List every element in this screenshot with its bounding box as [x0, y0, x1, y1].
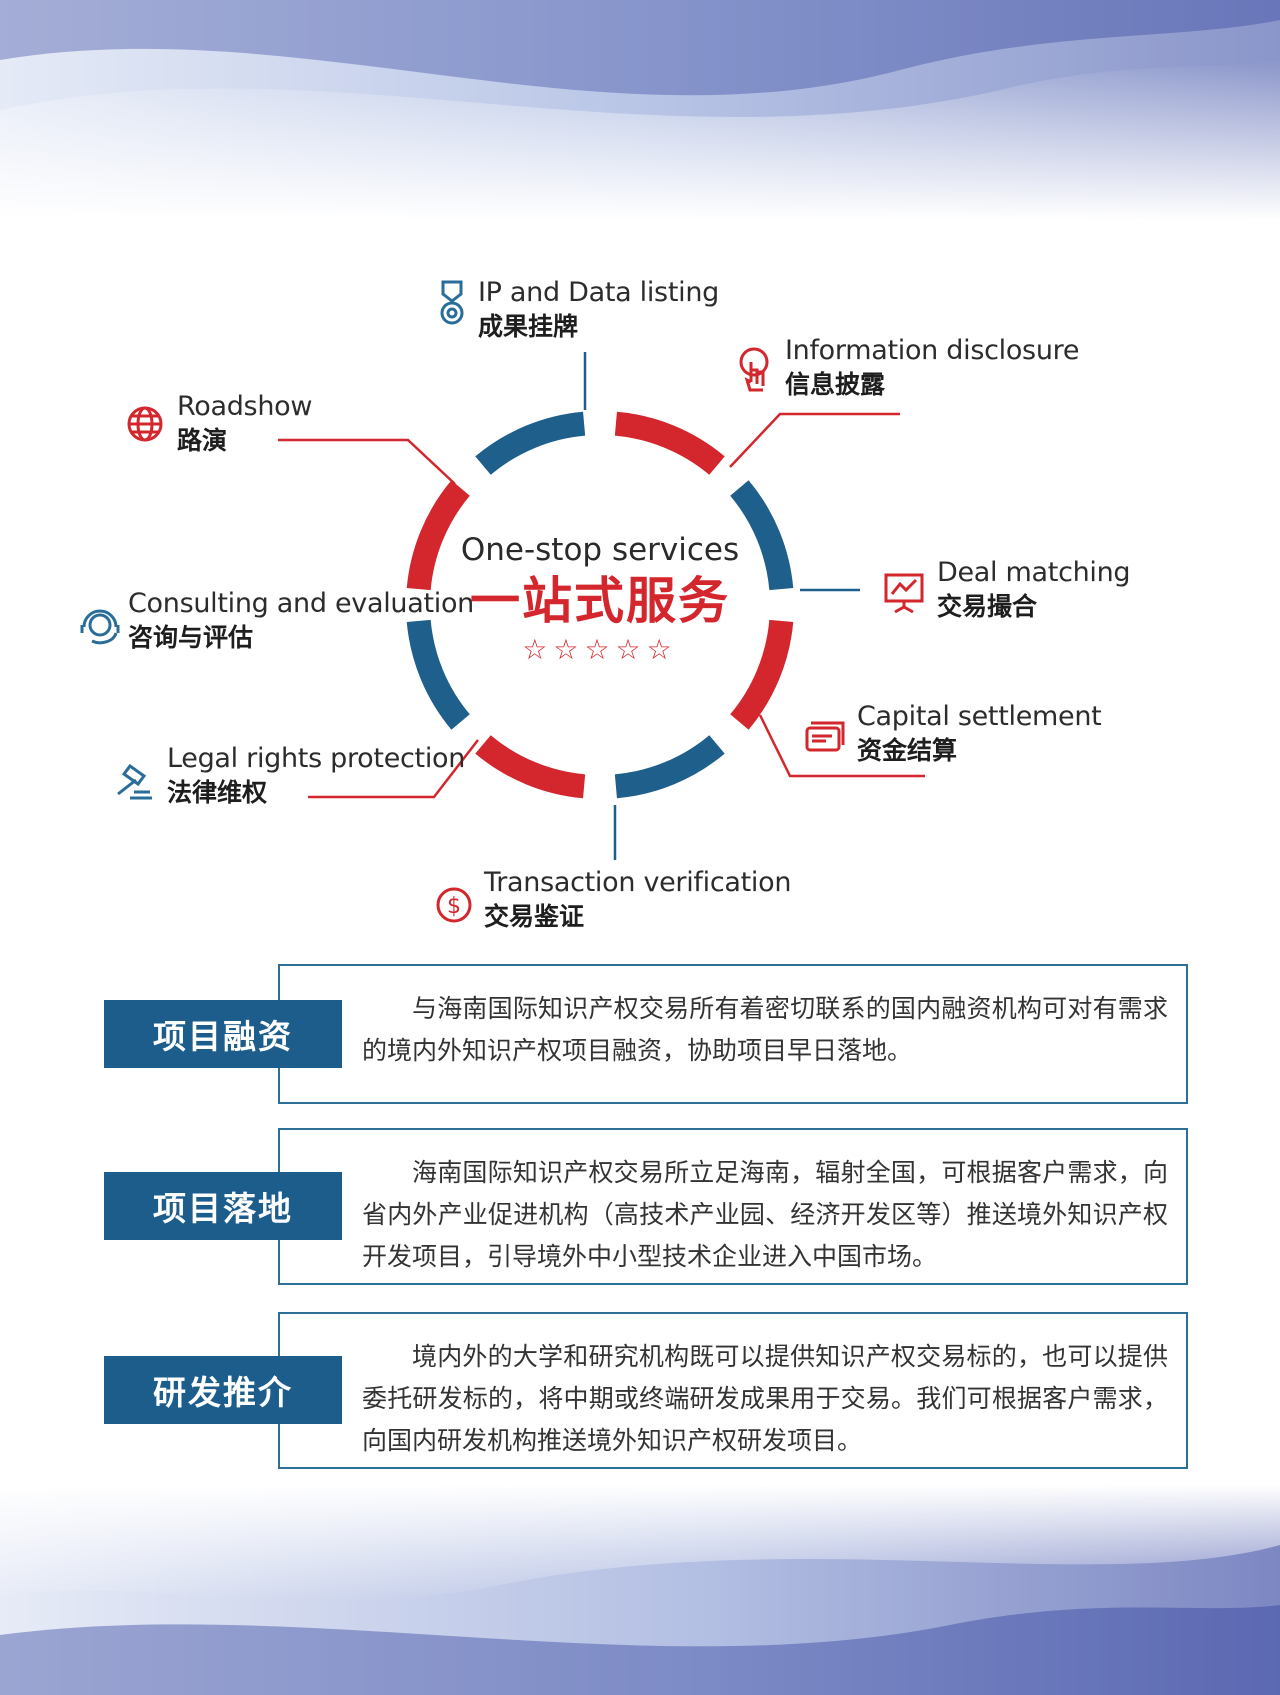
center-title-en: One-stop services: [460, 532, 740, 568]
svg-text:$: $: [447, 894, 461, 919]
service-ip-data-listing: IP and Data listing 成果挂牌: [478, 276, 719, 344]
service-label-cn: 交易鉴证: [484, 902, 585, 931]
service-label-en: Capital settlement: [857, 701, 1102, 732]
section-text: 海南国际知识产权交易所立足海南，辐射全国，可根据客户需求，向省内外产业促进机构（…: [362, 1158, 1168, 1271]
service-legal-rights-protection: Legal rights protection 法律维权: [167, 742, 465, 810]
section-tag-financing: 项目融资: [104, 1000, 342, 1068]
service-transaction-verification: Transaction verification 交易鉴证: [484, 866, 791, 934]
dollar-coin-icon: $: [436, 887, 472, 923]
ring-segment: [730, 619, 794, 730]
center-title-cn: 一站式服务: [470, 572, 730, 630]
touch-hand-icon: [739, 347, 769, 392]
service-label-cn: 成果挂牌: [478, 312, 579, 341]
section-tag-rd-promotion: 研发推介: [104, 1356, 342, 1424]
globe-icon: [127, 406, 163, 442]
service-label-cn: 信息披露: [785, 370, 886, 399]
service-ring: [406, 411, 794, 799]
service-deal-matching: Deal matching 交易撮合: [937, 556, 1131, 624]
connector-information-disclosure: [729, 412, 900, 468]
ring-segment: [614, 411, 725, 475]
ring-segment: [406, 619, 470, 730]
top-wave-decoration: [0, 0, 1280, 220]
service-label-en: Transaction verification: [484, 867, 792, 898]
star-rating-icons: ☆☆☆☆☆: [522, 633, 678, 666]
service-roadshow: Roadshow 路演: [177, 390, 312, 458]
headset-icon: [80, 609, 120, 645]
center-title: One-stop services 一站式服务 ☆☆☆☆☆: [400, 530, 800, 668]
service-label-cn: 资金结算: [857, 736, 958, 765]
section-box-rd-promotion: 境内外的大学和研究机构既可以提供知识产权交易标的，也可以提供委托研发标的，将中期…: [278, 1312, 1188, 1469]
section-tag-landing: 项目落地: [104, 1172, 342, 1240]
ring-segment: [614, 735, 725, 799]
connector-legal-rights: [308, 739, 479, 799]
service-label-en: IP and Data listing: [478, 277, 719, 308]
ring-segment: [475, 735, 586, 799]
payment-card-icon: [805, 721, 845, 752]
service-capital-settlement: Capital settlement 资金结算: [857, 700, 1102, 768]
gavel-icon: [117, 763, 152, 800]
service-label-en: Information disclosure: [785, 335, 1080, 366]
service-label-en: Roadshow: [177, 391, 313, 422]
service-label-cn: 咨询与评估: [128, 623, 254, 652]
section-box-landing: 海南国际知识产权交易所立足海南，辐射全国，可根据客户需求，向省内外产业促进机构（…: [278, 1128, 1188, 1285]
presentation-chart-icon: [884, 573, 924, 614]
bottom-wave-decoration: [0, 1485, 1280, 1695]
service-label-en: Deal matching: [937, 557, 1131, 588]
medal-icon: [440, 280, 464, 325]
section-text: 境内外的大学和研究机构既可以提供知识产权交易标的，也可以提供委托研发标的，将中期…: [362, 1342, 1168, 1455]
service-label-cn: 交易撮合: [937, 592, 1038, 621]
service-label-cn: 法律维权: [167, 778, 268, 807]
connector-roadshow: [278, 438, 456, 485]
one-stop-services-diagram: $: [80, 280, 925, 923]
connector-lines: [278, 352, 925, 860]
service-consulting-evaluation: Consulting and evaluation 咨询与评估: [128, 587, 474, 655]
service-label-en: Legal rights protection: [167, 743, 466, 774]
section-text: 与海南国际知识产权交易所有着密切联系的国内融资机构可对有需求的境内外知识产权项目…: [362, 994, 1168, 1065]
connector-capital-settlement: [758, 714, 925, 778]
section-box-financing: 与海南国际知识产权交易所有着密切联系的国内融资机构可对有需求的境内外知识产权项目…: [278, 964, 1188, 1104]
ring-segment: [406, 480, 470, 591]
service-label-en: Consulting and evaluation: [128, 588, 474, 619]
service-information-disclosure: Information disclosure 信息披露: [785, 334, 1079, 402]
ring-segment: [730, 480, 794, 591]
ring-segment: [475, 411, 586, 475]
service-label-cn: 路演: [177, 426, 228, 455]
